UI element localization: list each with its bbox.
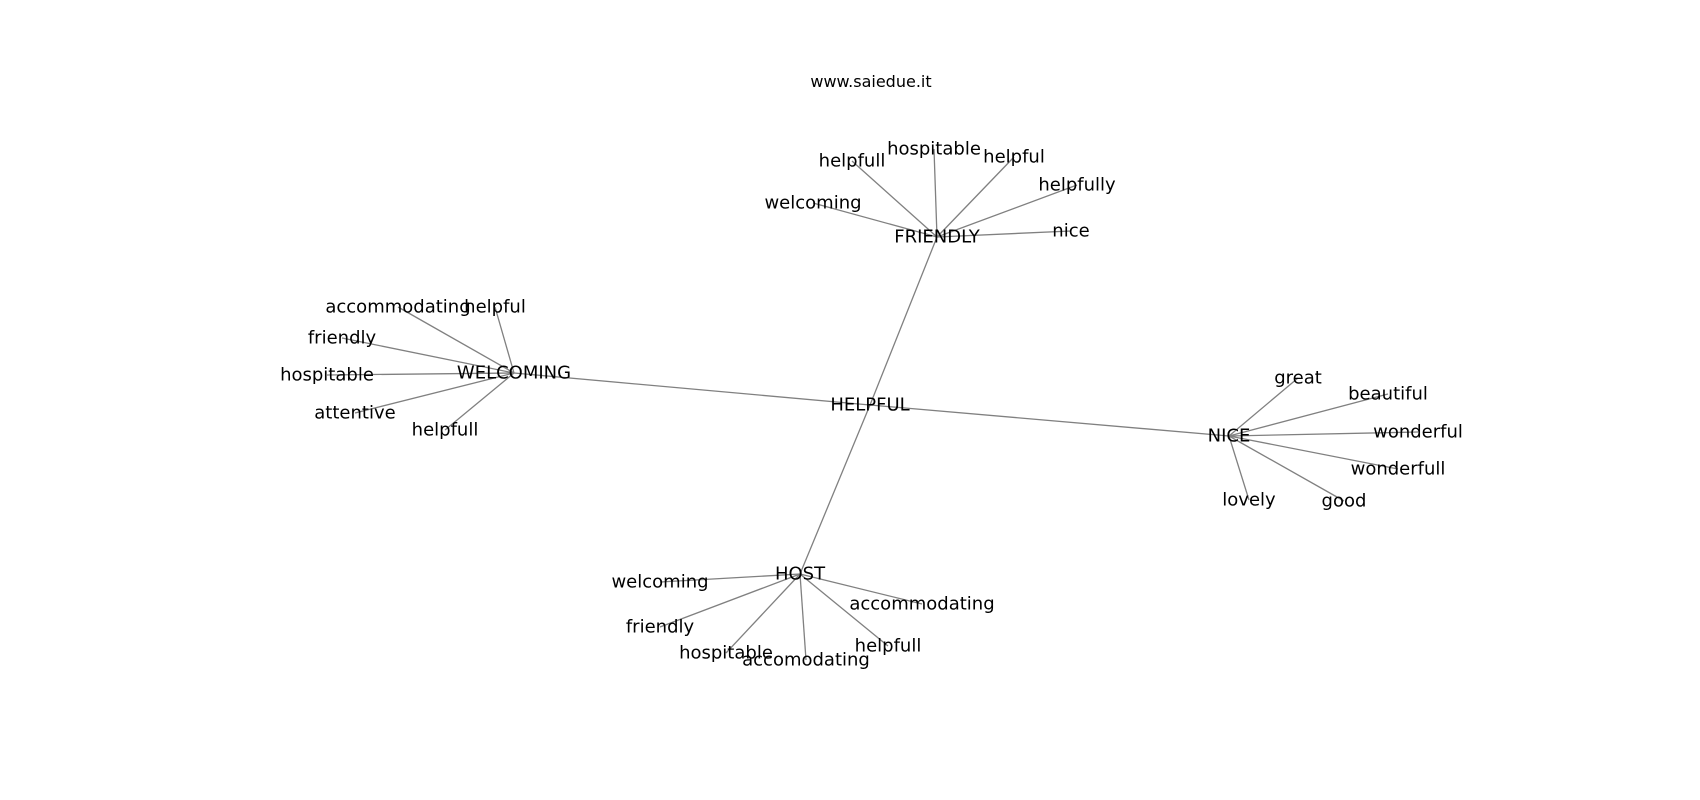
- node-label-n_wonderful: wonderful: [1373, 422, 1463, 443]
- edge-welcoming_hub-w_helpful: [494, 306, 515, 374]
- edge-helpful_center-friendly_hub: [869, 236, 938, 406]
- node-label-f_helpful: helpful: [983, 147, 1045, 168]
- edge-welcoming_hub-w_accommodating: [397, 306, 515, 374]
- edge-friendly_hub-f_welcoming: [812, 202, 938, 238]
- node-label-h_accomodating: accomodating: [742, 650, 870, 671]
- edge-helpful_center-nice_hub: [869, 404, 1230, 437]
- node-label-h_welcoming: welcoming: [611, 572, 708, 593]
- node-label-w_hospitable: hospitable: [280, 365, 374, 386]
- node-label-f_hospitable: hospitable: [887, 139, 981, 160]
- edge-friendly_hub-f_hospitable: [933, 148, 938, 238]
- edge-nice_hub-n_great: [1228, 377, 1299, 437]
- node-label-n_great: great: [1274, 368, 1322, 389]
- node-label-h_accommodating: accommodating: [849, 594, 994, 615]
- edge-friendly_hub-f_nice: [936, 230, 1072, 238]
- node-label-w_helpfull: helpfull: [412, 420, 479, 441]
- node-label-helpful_center: HELPFUL: [830, 395, 909, 416]
- edge-nice_hub-n_lovely: [1228, 435, 1250, 501]
- node-label-host_hub: HOST: [775, 564, 826, 585]
- node-label-n_lovely: lovely: [1222, 490, 1276, 511]
- edge-welcoming_hub-w_helpfull: [444, 372, 515, 431]
- node-label-h_friendly: friendly: [626, 617, 695, 638]
- node-label-welcoming_hub: WELCOMING: [457, 363, 571, 384]
- node-label-friendly_hub: FRIENDLY: [894, 227, 981, 248]
- edge-friendly_hub-f_helpfully: [936, 184, 1078, 238]
- edge-friendly_hub-f_helpfull: [851, 160, 938, 238]
- node-label-w_accommodating: accommodating: [325, 297, 470, 318]
- node-label-w_attentive: attentive: [314, 403, 395, 424]
- edge-welcoming_hub-w_hospitable: [326, 372, 515, 376]
- edge-welcoming_hub-w_attentive: [354, 372, 515, 414]
- edge-nice_hub-n_wonderfull: [1228, 435, 1399, 470]
- labels-layer: HELPFULFRIENDLYWELCOMINGNICEHOSThelpfull…: [280, 139, 1463, 671]
- edge-nice_hub-n_good: [1228, 435, 1345, 502]
- node-label-f_helpfully: helpfully: [1038, 175, 1116, 196]
- edges-layer: [326, 148, 1419, 661]
- edge-nice_hub-n_beautiful: [1228, 393, 1389, 437]
- site-caption: www.saiedue.it: [810, 72, 932, 91]
- edge-helpful_center-host_hub: [799, 404, 871, 575]
- node-label-w_friendly: friendly: [308, 328, 377, 349]
- node-label-w_helpful: helpful: [464, 297, 526, 318]
- node-label-f_helpfull: helpfull: [819, 151, 886, 172]
- node-label-n_wonderfull: wonderfull: [1351, 459, 1446, 480]
- edge-host_hub-h_accommodating: [799, 573, 923, 605]
- node-label-f_nice: nice: [1052, 221, 1089, 242]
- node-label-h_hospitable: hospitable: [679, 643, 773, 664]
- node-label-nice_hub: NICE: [1208, 426, 1251, 447]
- edge-host_hub-h_accomodating: [799, 573, 807, 661]
- edge-friendly_hub-f_helpful: [936, 156, 1015, 238]
- node-label-f_welcoming: welcoming: [764, 193, 861, 214]
- edge-host_hub-h_helpfull: [799, 573, 889, 647]
- edge-host_hub-h_welcoming: [659, 573, 801, 583]
- node-label-n_beautiful: beautiful: [1348, 384, 1428, 405]
- edge-host_hub-h_friendly: [659, 573, 801, 628]
- node-label-h_helpfull: helpfull: [855, 636, 922, 657]
- edge-nice_hub-n_wonderful: [1228, 431, 1419, 437]
- node-label-n_good: good: [1322, 491, 1367, 512]
- edge-welcoming_hub-w_friendly: [341, 337, 515, 374]
- edge-helpful_center-welcoming_hub: [513, 372, 871, 406]
- edge-host_hub-h_hospitable: [725, 573, 801, 654]
